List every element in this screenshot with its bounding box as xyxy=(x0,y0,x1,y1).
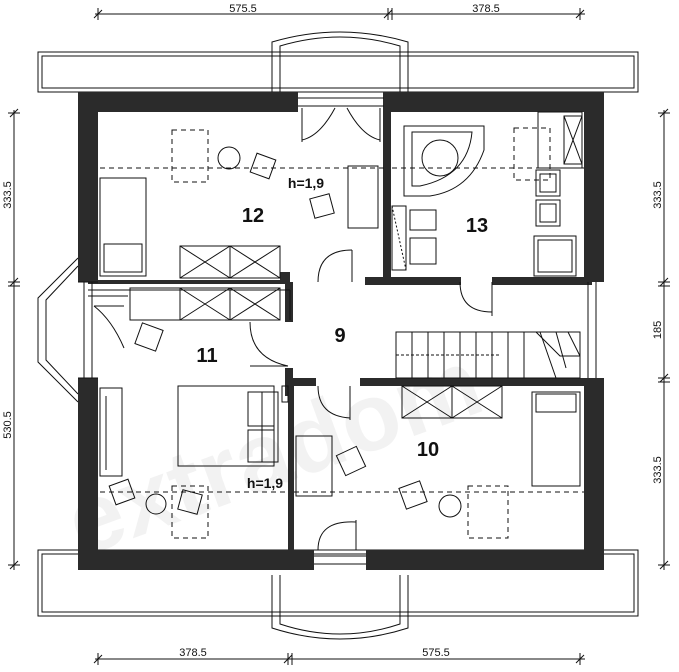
room-label-13: 13 xyxy=(466,215,488,237)
room-label-10: 10 xyxy=(417,439,439,461)
height-label-room-12: h=1,9 xyxy=(288,175,324,191)
room-label-11: 11 xyxy=(196,345,217,367)
room-11-furniture xyxy=(93,287,289,515)
dimension-bottom-left: 378.5 xyxy=(179,647,207,659)
room-10-furniture xyxy=(295,385,581,551)
interior-lines xyxy=(78,97,597,565)
room-label-12: 12 xyxy=(242,205,264,227)
height-label-room-11: h=1,9 xyxy=(247,475,283,491)
dimension-top-right: 378.5 xyxy=(472,3,500,15)
corridor-9-elements xyxy=(249,249,581,420)
stair-treads xyxy=(411,331,581,379)
room-12-furniture xyxy=(99,107,381,279)
dimension-bottom-right: 575.5 xyxy=(422,647,450,659)
room-13-furniture xyxy=(391,111,583,316)
dimension-lines xyxy=(8,8,670,665)
dimension-left-top: 333.5 xyxy=(2,181,14,209)
dimension-top-left: 575.5 xyxy=(229,3,257,15)
room-label-9: 9 xyxy=(334,325,345,347)
knee-wall-lines xyxy=(100,127,584,539)
walls xyxy=(78,92,604,570)
dimension-right-middle: 185 xyxy=(652,321,664,339)
dimension-right-top: 333.5 xyxy=(652,181,664,209)
dimension-left-bottom: 530.5 xyxy=(2,411,14,439)
roof-outline xyxy=(37,31,639,640)
dimension-right-bottom: 333.5 xyxy=(652,456,664,484)
